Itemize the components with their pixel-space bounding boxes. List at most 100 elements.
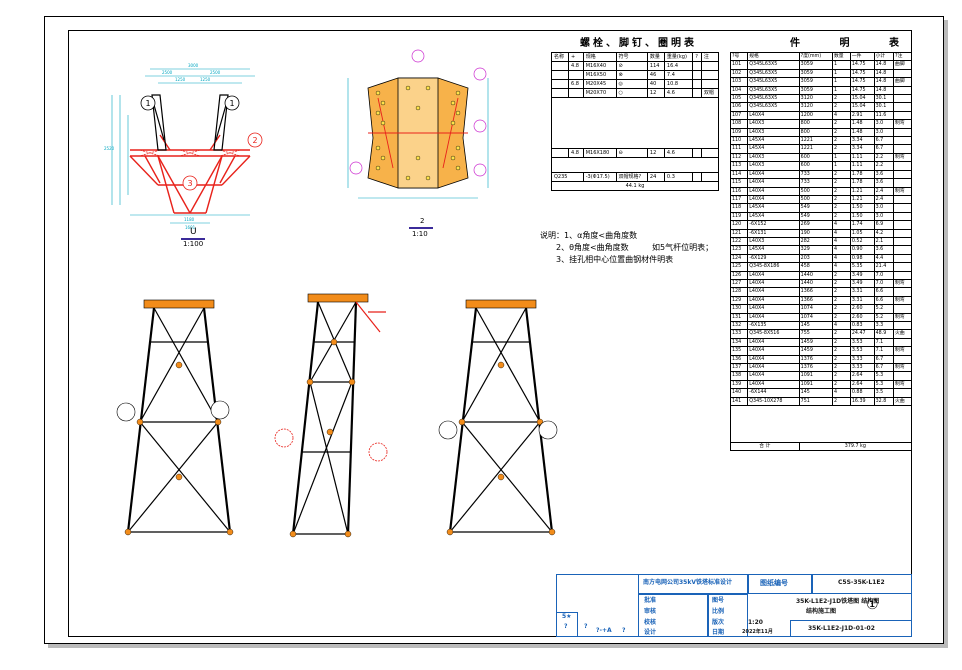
svg-text:1250: 1250 xyxy=(200,77,211,82)
parts-cell: 1459 xyxy=(798,337,833,348)
parts-cell: 500 xyxy=(798,194,833,205)
parts-cell: 549 xyxy=(798,211,833,222)
tower-elevation-right xyxy=(438,299,558,536)
parts-cell: 14.8 xyxy=(873,68,895,79)
svg-text:1250: 1250 xyxy=(175,77,186,82)
drawing-scale: 1:20 xyxy=(748,619,763,626)
parts-hdr-spec: 规格 xyxy=(747,51,800,62)
parts-cell: 600 xyxy=(798,152,833,163)
parts-cell: 1.11 xyxy=(849,152,875,163)
parts-cell: 3.0 xyxy=(873,203,895,213)
drawing-no-label: 图纸编号 xyxy=(760,579,788,587)
tb-row-drawing: 图号 xyxy=(712,597,725,604)
parts-cell xyxy=(893,127,912,138)
parts-cell: 14.75 xyxy=(849,68,875,79)
parts-cell xyxy=(893,236,912,247)
foot-nail-weight: 4.6 xyxy=(663,148,694,158)
parts-cell: L45X4 xyxy=(747,245,800,255)
drawing-name: 35K-L1E2-J1D铁塔图 结构图 xyxy=(796,598,880,605)
parts-cell: 140 xyxy=(729,388,749,398)
tb-row-version: 版次 xyxy=(712,619,725,626)
svg-text:1: 1 xyxy=(145,99,150,108)
parts-cell xyxy=(893,262,912,272)
parts-cell: L40X4 xyxy=(747,304,800,314)
svg-text:2500: 2500 xyxy=(162,70,173,75)
parts-cell: Q345L63X5 xyxy=(747,94,800,104)
company-name: 南方电网公司35kV铁塔标准设计 xyxy=(643,579,732,586)
parts-cell: 2 xyxy=(831,178,851,188)
parts-cell: 2 xyxy=(831,287,851,297)
parts-cell: -6X131 xyxy=(747,228,800,238)
inner-frame xyxy=(68,30,912,637)
parts-hdr-no: ?号 xyxy=(729,51,749,62)
top-view-scale: 1:100 xyxy=(183,240,204,248)
parts-cell: 2.91 xyxy=(849,110,875,121)
parts-cell: 135 xyxy=(729,346,749,356)
parts-cell: 2 xyxy=(831,270,851,280)
parts-cell: 5.3 xyxy=(873,371,895,381)
parts-cell: 6.7 xyxy=(873,363,895,373)
parts-cell: 2.64 xyxy=(849,379,875,390)
bolt-qty: 12 xyxy=(646,88,665,98)
parts-cell: 4.2 xyxy=(873,228,895,238)
parts-cell xyxy=(893,371,912,381)
parts-cell: L40X4 xyxy=(747,169,800,180)
parts-cell: 4 xyxy=(831,228,851,238)
parts-cell: 101 xyxy=(729,60,749,70)
small-cell: ? xyxy=(622,627,626,634)
parts-table-title: 件 明 表 xyxy=(790,38,917,49)
bolt-grade-68: 6.8 xyxy=(568,79,584,89)
title-block-code-cell xyxy=(790,620,912,637)
parts-cell: 21.4 xyxy=(873,262,895,272)
parts-cell xyxy=(893,253,912,264)
parts-cell: 1.48 xyxy=(849,119,875,129)
parts-cell: 3.49 xyxy=(849,270,875,280)
revision-row: ? xyxy=(564,623,568,630)
parts-cell: 1 xyxy=(831,161,851,171)
bolt-table-title: 螺栓、脚钉、圈明表 xyxy=(580,38,697,49)
parts-cell: 117 xyxy=(729,194,749,205)
parts-cell: -6X135 xyxy=(747,320,800,331)
parts-cell: 549 xyxy=(798,203,833,213)
parts-cell: 30.1 xyxy=(873,94,895,104)
parts-cell: 203 xyxy=(798,253,833,264)
tower-elevation-middle xyxy=(274,293,388,538)
parts-cell xyxy=(893,220,912,230)
parts-cell: 0.83 xyxy=(849,320,875,331)
parts-cell: 104 xyxy=(729,85,749,96)
parts-cell: 3.0 xyxy=(873,119,895,129)
parts-cell: 6.7 xyxy=(873,144,895,154)
parts-cell: 145 xyxy=(798,388,833,398)
parts-cell: 122 xyxy=(729,236,749,247)
parts-cell: 733 xyxy=(798,169,833,180)
parts-cell xyxy=(893,203,912,213)
bolt-hdr-qty: 数量 xyxy=(646,52,665,62)
parts-cell: 48.9 xyxy=(873,329,895,339)
parts-cell: 1 xyxy=(831,68,851,79)
parts-cell: 4 xyxy=(831,220,851,230)
parts-cell: 3059 xyxy=(798,60,833,70)
note-line-1: 说明：1、α角度<曲角度数 xyxy=(540,231,638,240)
parts-cell: 6.7 xyxy=(873,354,895,365)
parts-cell: 6.6 xyxy=(873,295,895,306)
parts-cell: 2 xyxy=(831,169,851,180)
title-block-company-cell xyxy=(638,574,748,594)
parts-cell: L40X4 xyxy=(747,270,800,280)
parts-cell: 1366 xyxy=(798,295,833,306)
foot-nail-symbol-icon: ⊖ xyxy=(615,148,648,158)
parts-cell: 3.33 xyxy=(849,354,875,365)
parts-cell: 3.53 xyxy=(849,337,875,348)
parts-cell: 2 xyxy=(831,371,851,381)
parts-cell: 733 xyxy=(798,178,833,188)
bolt-note: 双帽 xyxy=(700,88,720,98)
